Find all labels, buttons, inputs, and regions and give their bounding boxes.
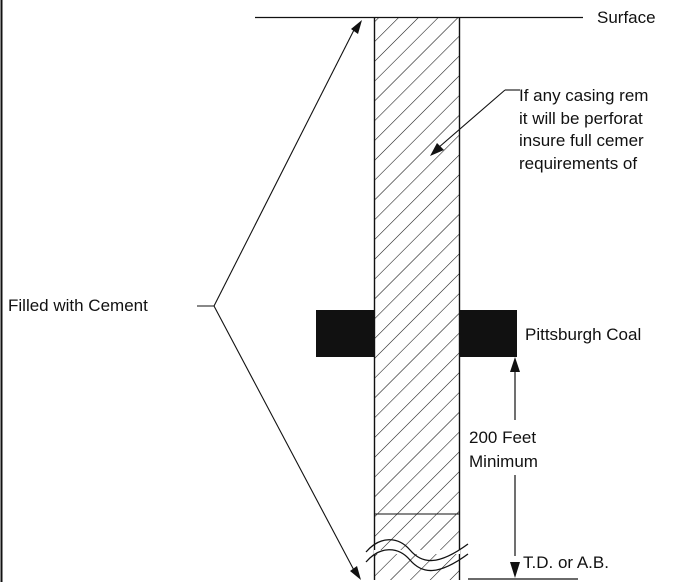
coal-seam-left bbox=[316, 310, 375, 357]
casing-note-line-3: insure full cemer bbox=[519, 131, 644, 150]
casing-note-arrow bbox=[430, 143, 444, 156]
distance-label-line2: Minimum bbox=[469, 452, 538, 471]
cement-arrow-top bbox=[351, 20, 362, 34]
break-symbol bbox=[374, 513, 460, 554]
casing-note-line-1: If any casing rem bbox=[519, 86, 649, 105]
cement-leader-down bbox=[213, 305, 357, 575]
break-squiggle-2 bbox=[365, 549, 469, 572]
distance-label-line1: 200 Feet bbox=[469, 428, 537, 447]
casing-note-line-4: requirements of bbox=[519, 153, 638, 173]
dimension-arrow-up bbox=[510, 357, 520, 372]
coal-seam-right bbox=[459, 310, 517, 357]
pittsburgh-coal-label: Pittsburgh Coal bbox=[525, 325, 642, 344]
break-squiggle-1 bbox=[365, 539, 469, 562]
cement-plug-hatch bbox=[374, 18, 460, 580]
td-label: T.D. or A.B. bbox=[523, 553, 609, 572]
casing-note-line-2: it will be perforat bbox=[519, 108, 643, 128]
cement-arrow-bottom bbox=[350, 566, 361, 580]
surface-label: Surface bbox=[597, 8, 656, 27]
casing-note-leader-diag bbox=[437, 89, 506, 149]
dimension-arrow-down bbox=[510, 562, 520, 578]
filled-with-cement-label: Filled with Cement bbox=[8, 296, 148, 315]
cement-leader-up bbox=[213, 25, 357, 307]
casing-note: If any casing rem it will be perforat in… bbox=[519, 85, 688, 175]
